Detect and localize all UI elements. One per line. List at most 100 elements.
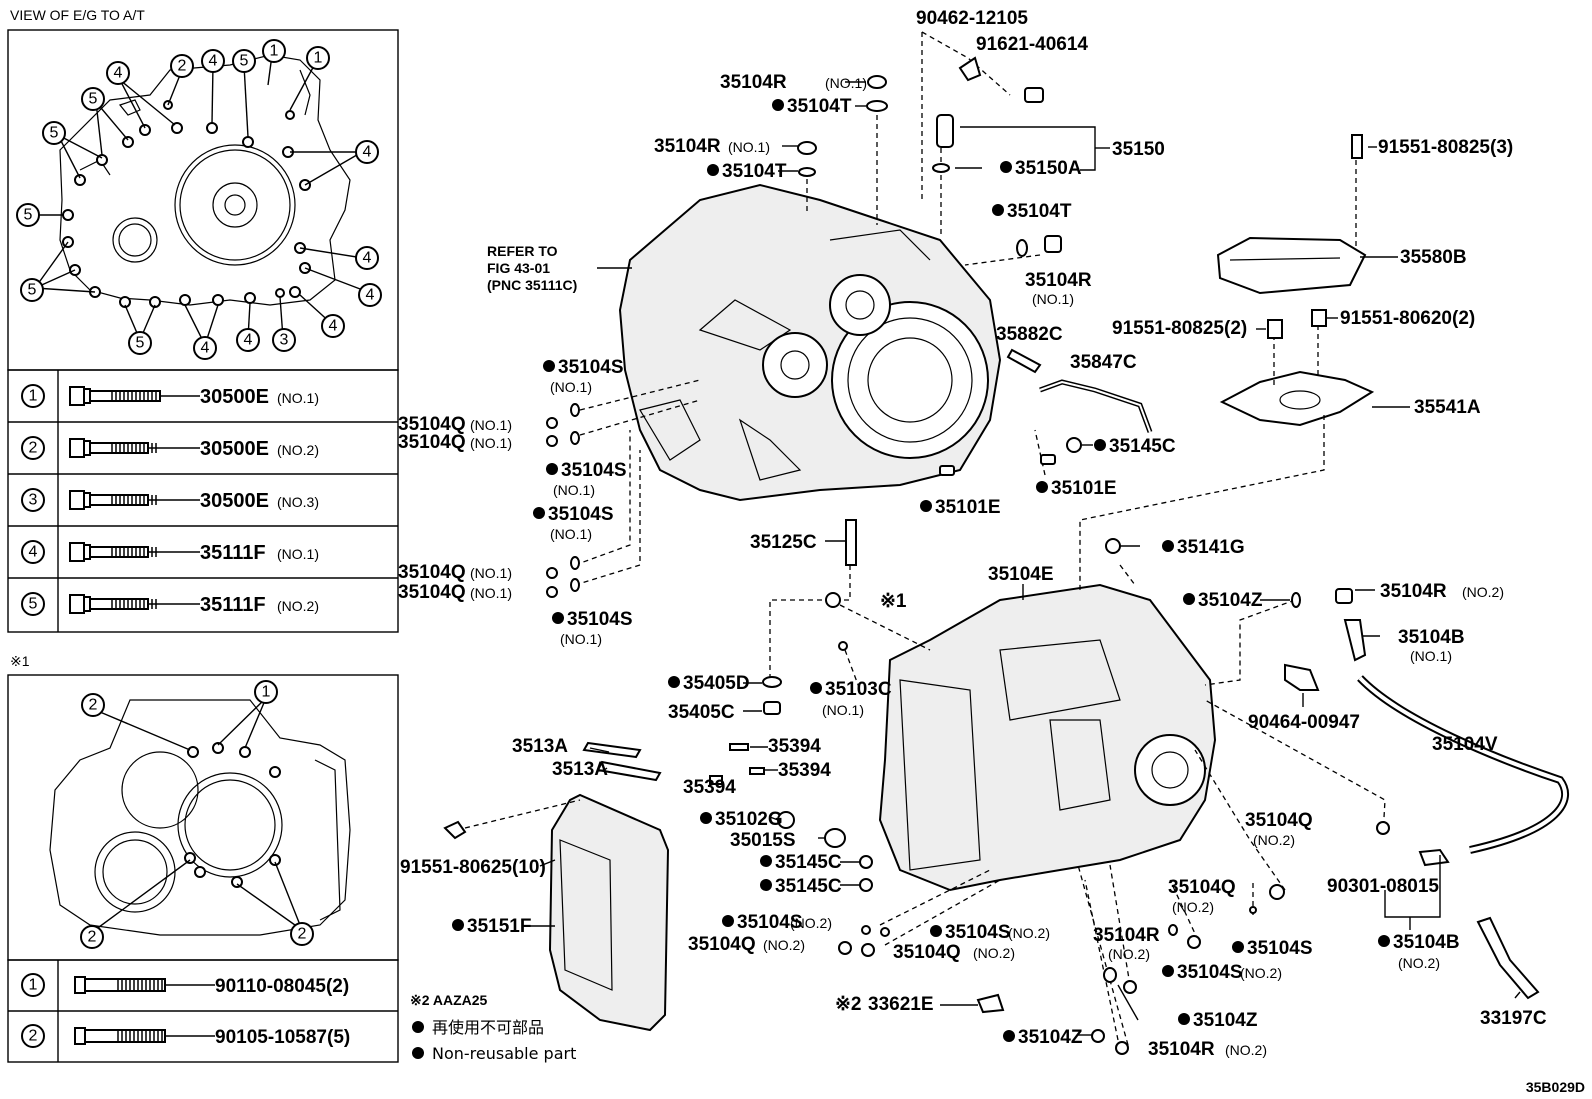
bullet-jp [412, 1021, 424, 1033]
refer-line1: REFER TO [487, 243, 558, 259]
part-number: 35104Q [1245, 810, 1313, 831]
case-bolt-holes [184, 742, 281, 888]
part-sub: (NO.1) [470, 435, 512, 451]
part-label: 90301-08015 [1327, 876, 1439, 897]
part-label: 35394 [778, 760, 831, 781]
refer-line3: (PNC 35111C) [487, 277, 577, 293]
part-number: 35103C [825, 679, 892, 700]
row-number: 5 [29, 596, 38, 613]
part-number: 35145C [775, 876, 842, 897]
part-number: 3513A [512, 736, 568, 757]
part-sub: (NO.2) [1172, 899, 1214, 915]
oil-pan-drawing [548, 793, 670, 1032]
part-number: 91551-80825(3) [1378, 137, 1513, 158]
case-rear-view-drawing [49, 699, 351, 936]
refer-line2: FIG 43-01 [487, 260, 550, 276]
part-number: 35847C [1070, 352, 1137, 373]
part-sub: (NO.2) [1240, 965, 1282, 981]
part-label: 35145C [1094, 436, 1176, 457]
part-number: 91551-80825(2) [1112, 318, 1247, 339]
part-label: 35104S(NO.1) [543, 357, 624, 395]
row-part-number: 90105-10587(5) [215, 1027, 350, 1048]
part-label: 35394 [683, 777, 736, 798]
part-number: 35104S [558, 357, 624, 378]
transaxle-case-drawing [878, 583, 1217, 892]
svg-text:4: 4 [114, 65, 123, 82]
row-sub: (NO.2) [277, 442, 319, 458]
part-label: 35104S [1232, 938, 1313, 959]
part-label: 35104S(NO.2) [930, 922, 1050, 943]
part-number: 35102G [715, 809, 783, 830]
part-label: 35104T [992, 201, 1072, 222]
part-label: 35104B (NO.2) [1378, 932, 1460, 971]
view-callout-numbers: 4 2 4 5 1 1 5 5 4 5 4 5 4 4 5 4 4 3 [16, 39, 382, 360]
part-number: 35150 [1112, 139, 1165, 160]
row-part-number: 35111F [200, 542, 266, 564]
diagram-id: 35B029D [1526, 1079, 1585, 1095]
part-label: 35104Q(NO.1) [398, 432, 512, 453]
row-number: 3 [29, 492, 38, 509]
part-number: 35104T [787, 96, 852, 117]
part-label: 91551-80625(10) [400, 857, 546, 878]
bolt-holes [62, 100, 311, 308]
svg-text:2: 2 [298, 926, 307, 943]
part-label: 35405D [668, 673, 750, 694]
part-number: 35882C [996, 324, 1063, 345]
part-number: 35104Q [398, 414, 466, 435]
svg-text:4: 4 [244, 332, 253, 349]
part-label: 35103C (NO.1) [810, 679, 892, 718]
part-number: 35405C [668, 702, 735, 723]
part-label: 3513A [512, 736, 568, 757]
svg-text:4: 4 [209, 53, 218, 70]
part-sub: (NO.1) [470, 585, 512, 601]
part-label: 35141G [1162, 537, 1245, 558]
part-label: 35104V [1432, 734, 1498, 755]
view-label: VIEW OF E/G TO A/T [10, 7, 145, 23]
part-sub: (NO.2) [1398, 955, 1440, 971]
note2-mark: ※2 [835, 994, 862, 1015]
part-label: 35104Z [1183, 590, 1263, 611]
part-sub: (NO.1) [822, 702, 864, 718]
bracket-33197c [1476, 916, 1540, 1000]
part-number: 35141G [1177, 537, 1245, 558]
part-number: 35104R [720, 72, 787, 93]
part-label: 35145C [760, 876, 842, 897]
part-sub: (NO.1) [1032, 291, 1074, 307]
part-number: 35580B [1400, 247, 1467, 268]
part-label: 35151F [452, 916, 531, 937]
part-label: 91551-80620(2) [1340, 308, 1475, 329]
svg-text:4: 4 [363, 250, 372, 267]
part-sub: (NO.1) [470, 565, 512, 581]
part-sub: (NO.1) [825, 75, 867, 91]
part-label: 35015S [730, 830, 796, 851]
row-sub: (NO.3) [277, 494, 319, 510]
part-label: 35102G [700, 809, 783, 830]
part-number: 91551-80620(2) [1340, 308, 1475, 329]
valve-body-drawing [1216, 236, 1367, 295]
part-number: 35104R [1093, 925, 1160, 946]
part-number: 91551-80625(10) [400, 857, 546, 878]
part-number: 90464-00947 [1248, 712, 1360, 733]
part-number: 35104B [1393, 932, 1460, 953]
part-number: 35104B [1398, 627, 1465, 648]
part-label: 35104R(NO.2) [1148, 1039, 1267, 1060]
row-part-number: 90110-08045(2) [215, 976, 349, 997]
part-label: 35104S(NO.2) [722, 912, 832, 933]
part-label: 35580B [1400, 247, 1467, 268]
part-label: 35104B(NO.1) [1398, 627, 1465, 664]
part-number: 35151F [467, 916, 531, 937]
part-label: 91551-80825(3) [1378, 137, 1513, 158]
part-sub: (NO.2) [1225, 1042, 1267, 1058]
part-number: 35104Z [1198, 590, 1263, 611]
svg-text:5: 5 [89, 91, 98, 108]
part-label: 35104R(NO.2) [1380, 581, 1504, 602]
part-label: 35101E [920, 497, 1001, 518]
part-number: 35394 [778, 760, 831, 781]
part-label: 35104S(NO.1) [546, 460, 627, 498]
part-label: 35101E [1036, 478, 1117, 499]
part-sub: (NO.1) [1410, 648, 1452, 664]
part-sub: (NO.2) [763, 937, 805, 953]
bolt-table-1 [7, 369, 399, 633]
